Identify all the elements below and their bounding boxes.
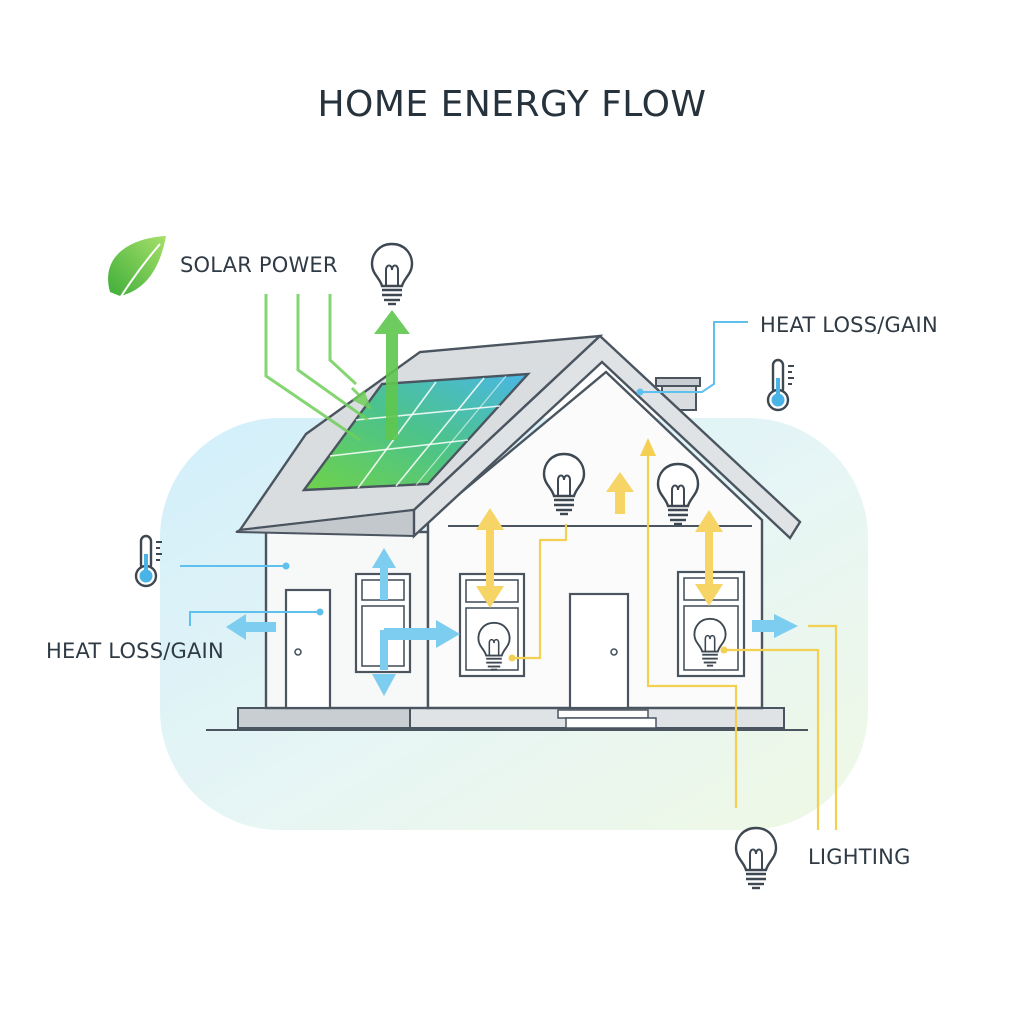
lighting-leader-lines [512,452,838,830]
lighting-arrows [476,472,723,608]
heat-loss-gain-label-left: HEAT LOSS/GAIN [46,639,224,663]
solar-up-arrow [374,310,410,440]
light-bulb-icon [734,826,778,890]
thermometer-icon [766,358,796,412]
solar-panel-icon [301,372,531,492]
left-door [284,588,332,710]
solar-rays [264,294,372,442]
leaf-icon [108,236,166,299]
heat-loss-gain-label-right: HEAT LOSS/GAIN [760,313,938,337]
heat-leader-lines [180,321,748,626]
thermometer-icon [134,534,164,588]
lighting-label: LIGHTING [808,845,911,869]
heat-arrows [226,548,798,696]
light-bulb-icon [370,242,414,306]
front-door [568,592,630,710]
foundation [237,707,785,729]
diagram-title: HOME ENERGY FLOW [317,84,707,125]
solar-power-label: SOLAR POWER [180,253,338,277]
